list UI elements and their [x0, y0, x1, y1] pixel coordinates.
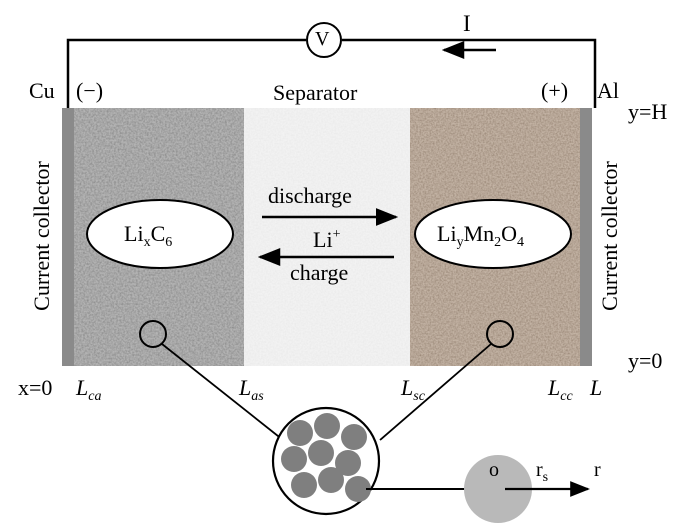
cathode-sign-label: (+)	[541, 78, 569, 103]
anode-formula-part: C	[150, 221, 166, 246]
anode-formula-part: Li	[124, 221, 144, 246]
boundary-base: L	[548, 375, 561, 400]
radius-base: r	[536, 459, 543, 481]
ion-base: Li	[313, 227, 333, 252]
ion-label: Li+	[313, 228, 340, 251]
particle	[345, 476, 371, 502]
particle	[341, 424, 367, 450]
cathode-formula-sub: 2	[494, 235, 502, 250]
particle	[281, 446, 307, 472]
cathode-formula-sub: y	[456, 235, 464, 250]
boundary-label-ca: Lca	[76, 377, 101, 404]
current-label: I	[463, 11, 471, 36]
anode-metal-label: Cu	[29, 78, 55, 103]
separator-label: Separator	[273, 80, 358, 105]
particle	[291, 472, 317, 498]
y-top-label: y=H	[628, 99, 668, 124]
single-particle	[464, 455, 532, 523]
cathode-formula-sub: 4	[517, 235, 525, 250]
x-origin-label: x=0	[18, 375, 53, 400]
boundary-label-as: Las	[239, 377, 264, 404]
current-collector-left	[62, 108, 74, 366]
cathode-formula-part: Li	[437, 221, 457, 246]
discharge-label: discharge	[268, 183, 352, 208]
anode-formula-sub: 6	[165, 235, 173, 250]
circuit-wire-right	[342, 38, 597, 108]
radius-sub: s	[542, 470, 549, 485]
particle	[287, 420, 313, 446]
collector-right-label: Current collector	[597, 161, 622, 311]
boundary-sub: cc	[560, 389, 573, 404]
cathode-material-ellipse	[414, 199, 572, 269]
particle	[335, 450, 361, 476]
anode-particle-marker	[139, 320, 167, 348]
zoom-line-left	[161, 343, 284, 441]
cathode-metal-label: Al	[597, 78, 619, 103]
particle-center-label: o	[489, 459, 499, 481]
boundary-sub: sc	[413, 389, 425, 404]
anode-material-ellipse	[86, 199, 234, 269]
boundary-label-sc: Lsc	[401, 377, 425, 404]
ion-charge: +	[332, 227, 341, 242]
boundary-base: L	[401, 375, 414, 400]
particle	[314, 413, 340, 439]
cathode-particle-marker	[486, 320, 514, 348]
radial-axis-label: r	[594, 459, 601, 481]
particle	[318, 467, 344, 493]
cathode-formula-part: Mn	[463, 221, 495, 246]
collector-left-label: Current collector	[29, 161, 54, 311]
boundary-sub: as	[251, 389, 264, 404]
boundary-sub: ca	[88, 389, 102, 404]
zoom-line-right	[379, 343, 492, 441]
boundary-base: L	[76, 375, 89, 400]
cathode-formula-part: O	[501, 221, 518, 246]
anode-sign-label: (−)	[76, 78, 104, 103]
boundary-label-l: L	[590, 377, 602, 399]
boundary-label-cc: Lcc	[548, 377, 573, 404]
charge-label: charge	[290, 260, 349, 285]
cathode-material-label: LiyMn2O4	[437, 223, 524, 250]
boundary-base: L	[239, 375, 252, 400]
particle	[308, 440, 334, 466]
circuit-wire	[66, 38, 306, 108]
y-bottom-label: y=0	[628, 348, 663, 373]
current-collector-right	[580, 108, 592, 366]
anode-formula-sub: x	[143, 235, 151, 250]
particle-cluster	[281, 413, 371, 502]
boundary-base: L	[590, 375, 603, 400]
voltmeter-symbol	[306, 22, 342, 58]
anode-material-label: LixC6	[124, 223, 172, 250]
separator-region	[244, 108, 410, 366]
particle-radius-label: rs	[536, 460, 548, 485]
voltmeter-label: V	[315, 28, 330, 50]
